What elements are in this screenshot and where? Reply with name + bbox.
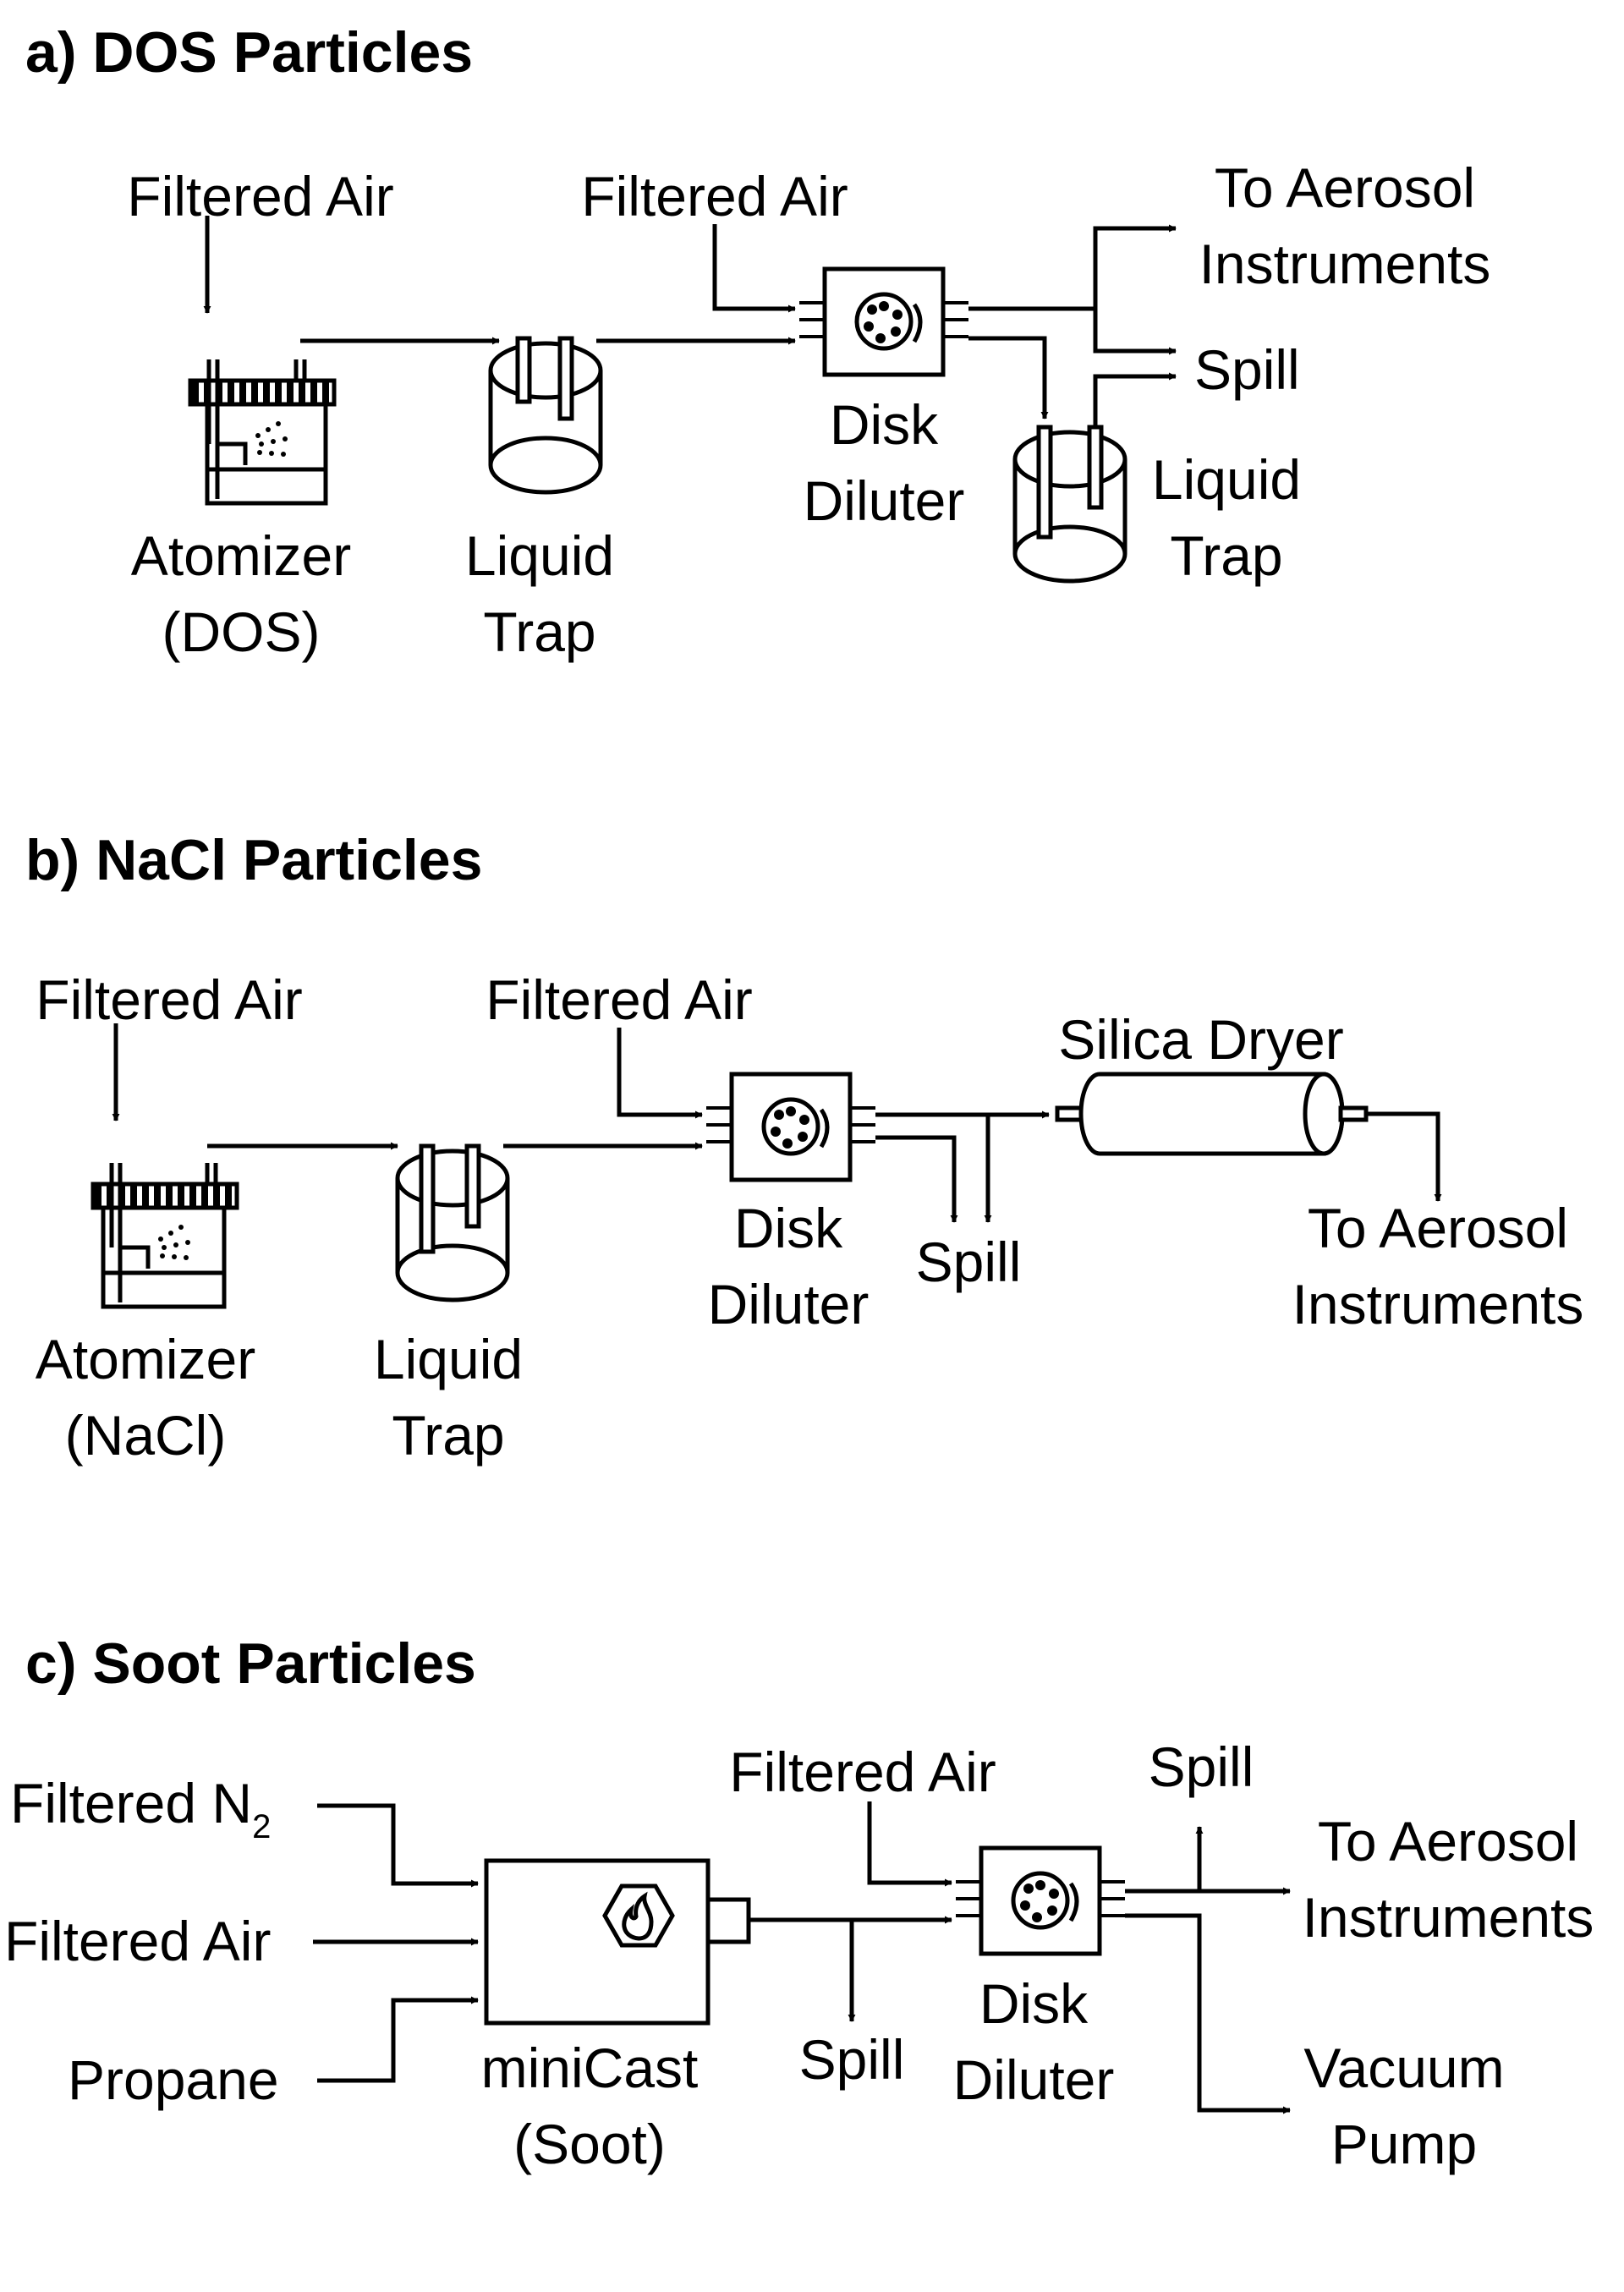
label-silica-dryer: Silica Dryer: [1058, 1008, 1343, 1071]
label-filtered-air: Filtered Air: [127, 165, 393, 228]
label-spill: Spill: [799, 2028, 905, 2091]
label-disk-diluter: Disk: [734, 1197, 843, 1259]
label-filtered-n2: Filtered N2: [10, 1772, 271, 1845]
label-instruments: Instruments: [1303, 1886, 1594, 1949]
panel-a: a) DOS Particles: [25, 20, 1490, 663]
label-disk-diluter: Diluter: [804, 469, 965, 532]
disk-diluter-icon: [706, 1072, 875, 1182]
panel-c: c) Soot Particles F: [4, 1631, 1594, 2175]
label-spill: Spill: [1149, 1735, 1254, 1798]
label-to-aerosol: To Aerosol: [1215, 156, 1475, 219]
label-instruments: Instruments: [1199, 233, 1491, 295]
arrow-filtered-air-to-diluter: [617, 1028, 703, 1119]
label-disk-diluter: Disk: [830, 393, 939, 456]
label-atomizer-type: (DOS): [162, 600, 321, 663]
arrow-to-spill: [875, 1135, 958, 1223]
panel-a-title: a) DOS Particles: [25, 20, 473, 85]
label-propane: Propane: [68, 2048, 279, 2111]
label-instruments: Instruments: [1292, 1273, 1584, 1335]
label-filtered-air: Filtered Air: [486, 968, 752, 1031]
label-liquid-trap: Liquid: [1152, 448, 1301, 511]
label-liquid-trap: Liquid: [374, 1328, 523, 1390]
liquid-trap-icon: [395, 1143, 510, 1302]
label-filtered-air: Filtered Air: [4, 1910, 271, 1972]
label-atomizer: Atomizer: [131, 524, 351, 587]
arrow-trap-to-spill: [1093, 372, 1177, 427]
silica-dryer-icon: [1055, 1072, 1369, 1156]
label-vacuum: Vacuum: [1303, 2037, 1504, 2099]
arrow-to-vacuum-pump: [1125, 1913, 1291, 2114]
liquid-trap-icon: [1012, 425, 1127, 584]
label-liquid-trap: Trap: [483, 600, 595, 663]
label-filtered-air: Filtered Air: [36, 968, 302, 1031]
label-disk-diluter: Diluter: [708, 1273, 870, 1335]
panel-b-title: b) NaCl Particles: [25, 828, 482, 892]
disk-diluter-icon: [799, 266, 968, 377]
liquid-trap-icon: [488, 336, 603, 495]
disk-diluter-icon: [956, 1845, 1125, 1956]
label-liquid-trap: Trap: [392, 1404, 504, 1467]
panel-b: b) NaCl Particles: [25, 828, 1583, 1467]
label-spill: Spill: [916, 1231, 1022, 1293]
label-pump: Pump: [1331, 2113, 1477, 2175]
flame-icon: [622, 1891, 654, 1941]
arrow-propane-to-minicast: [317, 1996, 479, 2083]
arrow-to-aerosol-instruments: [1366, 1111, 1442, 1202]
label-filtered-air: Filtered Air: [581, 165, 848, 228]
label-filtered-air: Filtered Air: [729, 1741, 996, 1803]
label-disk-diluter: Diluter: [953, 2048, 1115, 2111]
label-atomizer-type: (NaCl): [65, 1404, 227, 1467]
label-to-aerosol: To Aerosol: [1308, 1197, 1568, 1259]
arrow-filtered-air-to-diluter: [712, 224, 796, 313]
label-liquid-trap: Liquid: [465, 524, 614, 587]
label-atomizer: Atomizer: [36, 1328, 255, 1390]
minicast-icon: [484, 1858, 751, 2026]
label-minicast: miniCast: [481, 2037, 699, 2099]
atomizer-icon: [91, 1163, 239, 1309]
arrow-diluter-to-trap: [968, 336, 1049, 419]
arrow-to-aerosol-instruments: [968, 224, 1177, 311]
label-liquid-trap: Trap: [1170, 524, 1282, 587]
arrow-n2-to-minicast: [317, 1803, 479, 1888]
label-to-aerosol: To Aerosol: [1318, 1810, 1578, 1873]
panel-c-title: c) Soot Particles: [25, 1631, 476, 1696]
label-minicast-type: (Soot): [513, 2113, 666, 2175]
atomizer-icon: [188, 359, 337, 506]
arrow-to-spill: [1093, 309, 1177, 355]
arrow-filtered-air-to-diluter: [867, 1801, 952, 1887]
label-disk-diluter: Disk: [979, 1972, 1089, 2035]
label-spill: Spill: [1194, 338, 1300, 401]
